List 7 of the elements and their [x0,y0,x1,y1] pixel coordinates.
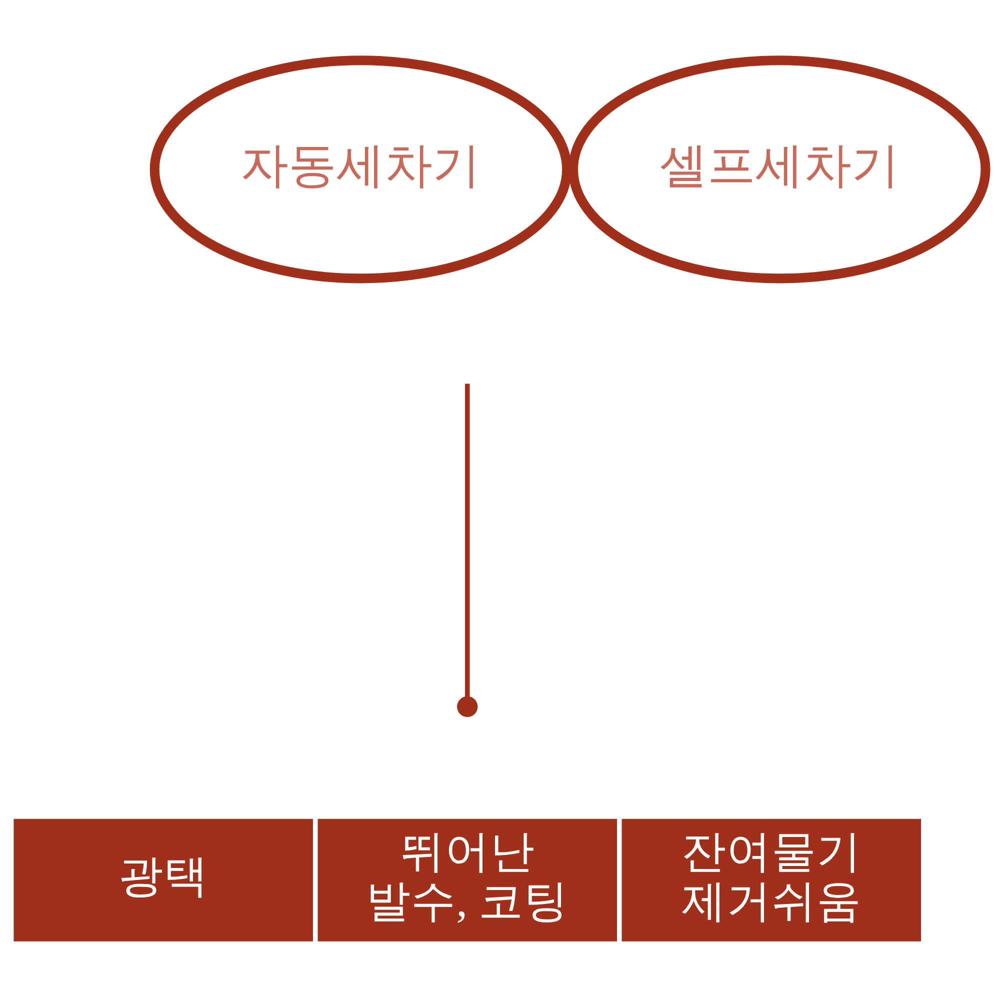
connector [464,383,470,696]
node-box: 잔여물기 제거쉬움 [622,818,922,941]
node-ellipse: 자동세차기 [150,55,572,283]
node-ellipse: 셀프세차기 [568,55,990,283]
node-circle [457,696,478,716]
node-box: 뛰어난 발수, 코팅 [318,818,617,941]
node-box: 광택 [14,818,313,941]
